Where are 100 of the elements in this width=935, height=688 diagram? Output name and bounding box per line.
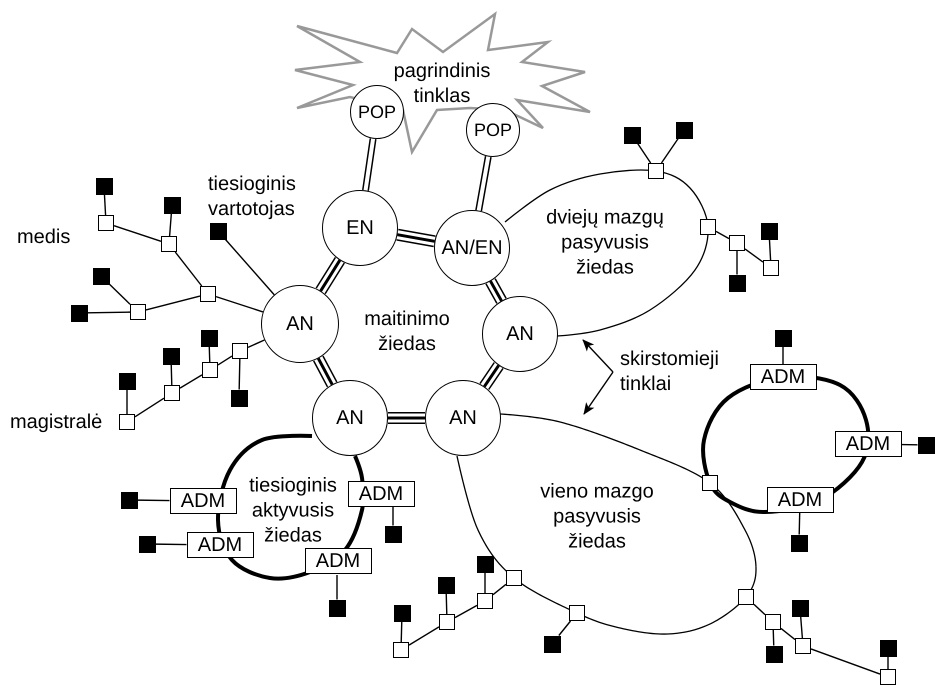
- terminal-block: [394, 604, 410, 622]
- connector-line: [754, 604, 766, 616]
- splitter-box: [729, 235, 745, 251]
- terminal-block: [774, 330, 792, 346]
- pop-node: POP: [350, 85, 404, 139]
- splitter-box: [765, 614, 781, 630]
- terminal-block: [760, 222, 778, 240]
- connector-line: [248, 339, 265, 348]
- terminal-block: [70, 304, 88, 322]
- ring-label: vieno mazgo pasyvusis žiedas: [539, 480, 655, 554]
- network-node: AN: [312, 380, 388, 456]
- connector-line: [744, 248, 764, 263]
- double-line-link: [475, 156, 492, 212]
- connector-line: [238, 358, 241, 390]
- annotation-label: skirstomieji tinklai: [620, 347, 735, 397]
- connector-line: [782, 346, 784, 364]
- text-label: tiesioginis vartotojas: [208, 172, 297, 222]
- connector-line: [780, 628, 796, 640]
- splitter-box: [569, 605, 585, 621]
- adm-node: ADM: [304, 548, 372, 574]
- splitter-box: [648, 163, 664, 179]
- terminal-block: [92, 268, 110, 284]
- connector-line: [156, 543, 186, 546]
- connector-line: [800, 616, 804, 638]
- connector-line: [408, 626, 440, 646]
- connector-line: [392, 507, 394, 526]
- splitter-box: [202, 362, 218, 378]
- connector-line: [208, 346, 210, 362]
- connector-line: [810, 648, 880, 675]
- ring-label: dviejų mazgų pasyvusis žiedas: [545, 206, 665, 280]
- terminal-block: [164, 196, 180, 214]
- terminal-block: [792, 600, 808, 616]
- double-line-link: [362, 138, 377, 191]
- connector-line: [104, 194, 106, 216]
- splitter-box: [506, 570, 522, 586]
- connector-line: [218, 355, 232, 366]
- arrow: [583, 372, 614, 415]
- triple-line-link: [396, 228, 436, 248]
- connector-line: [336, 575, 338, 600]
- connector-line: [660, 138, 679, 164]
- splitter-box: [119, 414, 135, 430]
- splitter-box: [164, 385, 180, 401]
- terminal-block: [384, 526, 402, 542]
- splitter-box: [763, 260, 779, 276]
- network-node: AN/EN: [434, 210, 510, 286]
- terminal-block: [790, 534, 808, 552]
- terminal-block: [918, 436, 934, 454]
- connector-line: [558, 620, 572, 636]
- adm-node: ADM: [186, 532, 254, 558]
- text-label: medis: [17, 225, 72, 250]
- adm-node: ADM: [170, 488, 236, 514]
- splitter-box: [200, 286, 216, 302]
- splitter-box: [232, 343, 248, 359]
- terminal-block: [230, 390, 248, 406]
- terminal-block: [138, 536, 156, 552]
- connector-line: [134, 398, 164, 418]
- connector-line: [224, 239, 275, 296]
- terminal-block: [676, 122, 692, 138]
- connector-line: [901, 444, 918, 446]
- splitter-box: [795, 638, 811, 654]
- connector-line: [484, 572, 486, 593]
- terminal-block: [162, 348, 180, 364]
- terminal-block: [118, 372, 136, 390]
- triple-line-link: [479, 362, 504, 390]
- connector-line: [772, 630, 774, 646]
- connector-line: [170, 364, 172, 386]
- terminal-block: [96, 178, 112, 194]
- text-label: maitinimo žiedas: [363, 307, 451, 357]
- terminal-block: [210, 222, 226, 240]
- connector-line: [114, 225, 162, 242]
- connector-line: [87, 311, 130, 314]
- network-node: AN: [425, 380, 501, 456]
- pop-node: POP: [466, 103, 520, 157]
- network-node: EN: [322, 190, 398, 266]
- splitter-box: [439, 614, 455, 630]
- triple-line-link: [388, 412, 425, 424]
- splitter-box: [161, 236, 177, 252]
- connector-line: [138, 499, 170, 502]
- terminal-block: [624, 126, 640, 144]
- splitter-box: [880, 669, 896, 685]
- adm-node: ADM: [750, 364, 816, 390]
- triple-line-link: [316, 257, 345, 294]
- splitter-box: [477, 593, 493, 609]
- terminal-block: [120, 492, 138, 508]
- splitter-box: [700, 219, 716, 235]
- connector-line: [492, 584, 506, 596]
- connector-line: [446, 593, 448, 614]
- terminal-block: [476, 556, 494, 572]
- connector-line: [637, 143, 652, 164]
- connector-line: [146, 295, 200, 311]
- terminal-block: [880, 640, 896, 656]
- connector-line: [174, 252, 202, 286]
- network-node: AN: [482, 296, 558, 372]
- terminal-block: [544, 636, 560, 652]
- adm-node: ADM: [348, 481, 414, 507]
- splitter-box: [130, 304, 146, 320]
- connector-line: [887, 656, 889, 669]
- network-node: AN: [261, 285, 339, 363]
- adm-node: ADM: [834, 431, 902, 457]
- splitter-box: [738, 589, 754, 605]
